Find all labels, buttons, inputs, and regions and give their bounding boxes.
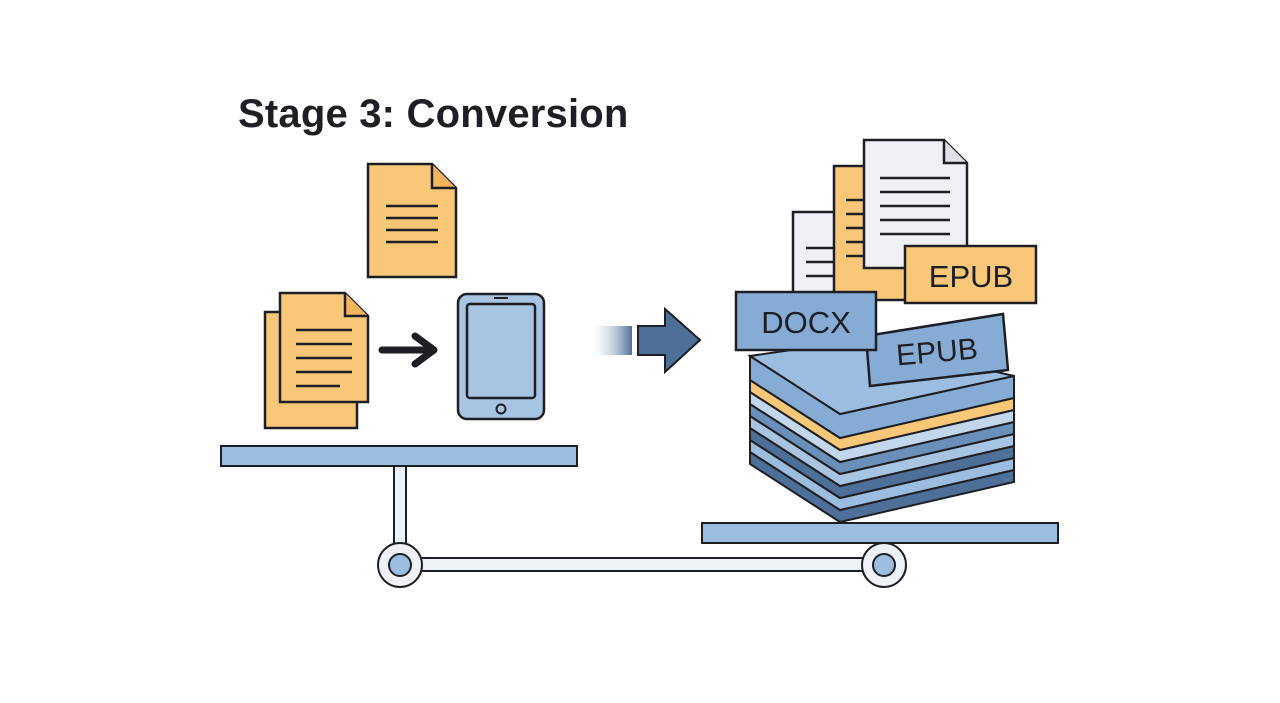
right-arrow-icon: [378, 332, 438, 368]
label-epub-back-text: EPUB: [895, 333, 979, 373]
right-conveyor-platform: [701, 522, 1059, 544]
label-docx: DOCX: [734, 290, 878, 352]
document-icon: [366, 162, 458, 279]
document-stack-icon: [263, 291, 370, 430]
tablet-icon: [456, 292, 546, 421]
forward-arrow-icon: [588, 306, 702, 375]
left-conveyor-platform: [220, 445, 578, 467]
conveyor-linkage: [377, 465, 907, 588]
label-epub-back: EPUB: [864, 312, 1010, 388]
label-epub-front-text: EPUB: [929, 259, 1013, 294]
diagram-title: Stage 3: Conversion: [238, 92, 629, 136]
label-docx-text: DOCX: [761, 305, 851, 340]
label-epub-front: EPUB: [903, 244, 1038, 305]
